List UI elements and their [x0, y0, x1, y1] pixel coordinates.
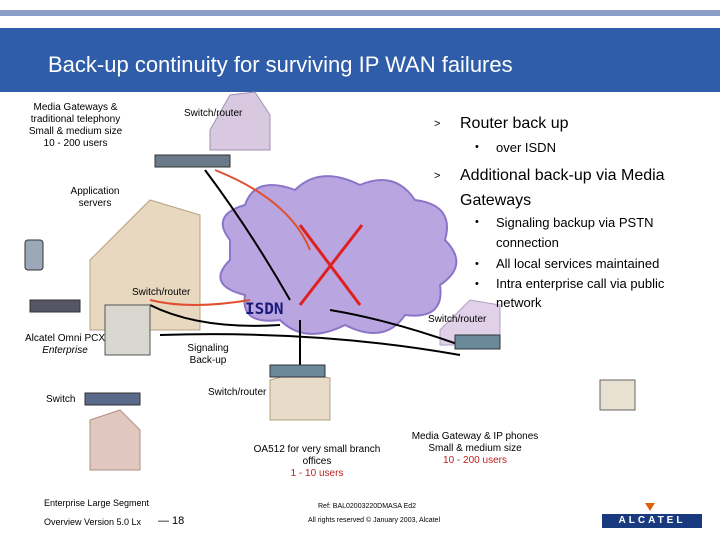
router-right-icon	[454, 334, 501, 350]
link-signaling	[159, 333, 461, 356]
bullet-sub-marker-4: •	[475, 278, 479, 290]
switch-router-bottom-label: Switch/router	[208, 387, 267, 398]
building-left	[89, 199, 201, 331]
pcx-icon	[104, 304, 151, 356]
application-servers-label: Application servers	[55, 186, 135, 210]
router-bottom-icon	[269, 364, 326, 378]
switch-router-left-label: Switch/router	[132, 287, 191, 298]
media-gateway-ip-line-2: Small & medium size	[428, 443, 522, 454]
bullet-intra-line-1: Intra enterprise call via public	[496, 276, 665, 291]
media-gateways-line-4: 10 - 200 users	[43, 138, 108, 149]
media-gateway-ip-line-3: 10 - 200 users	[443, 455, 507, 466]
footer-page: — 18	[158, 515, 185, 527]
switch-label: Switch	[46, 394, 76, 405]
bullet-sub-marker-1: •	[475, 141, 479, 153]
slide-title: Back-up continuity for surviving IP WAN …	[48, 52, 513, 77]
bullet-marker-1: >	[434, 118, 441, 130]
signaling-backup-label: Signaling Back-up	[178, 343, 238, 367]
top-stripe-line	[0, 10, 720, 16]
bullet-over-isdn: over ISDN	[496, 140, 556, 155]
media-gateway-ip-label: Media Gateway & IP phones Small & medium…	[400, 431, 550, 467]
oa512-line-1: OA512 for very small branch	[253, 444, 381, 455]
media-gateways-label: Media Gateways & traditional telephony S…	[18, 102, 133, 150]
building-right	[439, 299, 501, 346]
alcatel-pcx-label: Alcatel Omni PCX Enterprise	[20, 333, 110, 357]
alcatel-pcx-line-1: Alcatel Omni PCX	[24, 333, 106, 344]
bullet-marker-2: >	[434, 170, 441, 182]
bullet-local-services: All local services maintained	[496, 256, 660, 271]
building-top	[209, 91, 271, 151]
router-top-icon	[154, 154, 231, 168]
bullet-router-backup: Router back up	[460, 115, 569, 132]
alcatel-logo: ALCATEL	[602, 514, 702, 528]
title-bar	[0, 28, 720, 92]
footer-rights: All rights reserved © January 2003, Alca…	[308, 517, 441, 524]
bullet-signaling-line-2: connection	[496, 235, 559, 250]
bullet-sub-marker-3: •	[475, 258, 479, 270]
switch-router-top-label: Switch/router	[184, 108, 243, 119]
oa512-line-2: offices	[302, 456, 332, 467]
media-gateways-line-1: Media Gateways &	[33, 102, 118, 113]
bullet-additional-line-1: Additional back-up via Media	[460, 167, 665, 184]
footer-version: Overview Version 5.0 Lx	[44, 517, 142, 527]
media-gateways-line-3: Small & medium size	[28, 126, 123, 137]
switch-router-right-label: Switch/router	[428, 314, 487, 325]
switch-icon	[84, 392, 141, 406]
link-isdn-right	[329, 309, 461, 346]
oa512-label: OA512 for very small branch offices 1 - …	[242, 444, 392, 480]
bullet-intra-line-2: network	[496, 295, 542, 310]
logo-mark-icon	[645, 503, 655, 511]
link-isdn-left	[149, 304, 281, 327]
isdn-label: ISDN	[245, 299, 284, 318]
signaling-backup-line-1: Signaling	[187, 343, 229, 354]
media-gateway-icon	[599, 379, 636, 411]
link-wan-top	[214, 169, 311, 251]
router-left-icon	[29, 299, 81, 313]
media-gateways-line-2: traditional telephony	[30, 114, 121, 125]
top-stripe	[0, 0, 720, 28]
link-wan-left	[149, 299, 251, 306]
building-branch	[269, 371, 331, 421]
bullet-signaling-line-1: Signaling backup via PSTN	[496, 215, 654, 230]
alcatel-pcx-line-2: Enterprise	[42, 345, 88, 356]
server-icon	[24, 239, 44, 271]
signaling-backup-line-2: Back-up	[189, 355, 227, 366]
footer-segment: Enterprise Large Segment	[44, 498, 150, 508]
bullet-additional-line-2: Gateways	[460, 192, 532, 209]
application-servers-line-1: Application	[70, 186, 120, 197]
bullet-sub-marker-2: •	[475, 216, 479, 228]
oa512-line-3: 1 - 10 users	[290, 468, 344, 479]
failure-cross-line-2	[298, 224, 364, 306]
application-servers-line-2: servers	[78, 198, 112, 209]
link-isdn-top	[204, 169, 291, 301]
media-gateway-ip-line-1: Media Gateway & IP phones	[411, 431, 539, 442]
building-bottom	[89, 409, 141, 471]
footer-ref: Ref: BAL02003220DMASA Ed2	[318, 503, 417, 510]
